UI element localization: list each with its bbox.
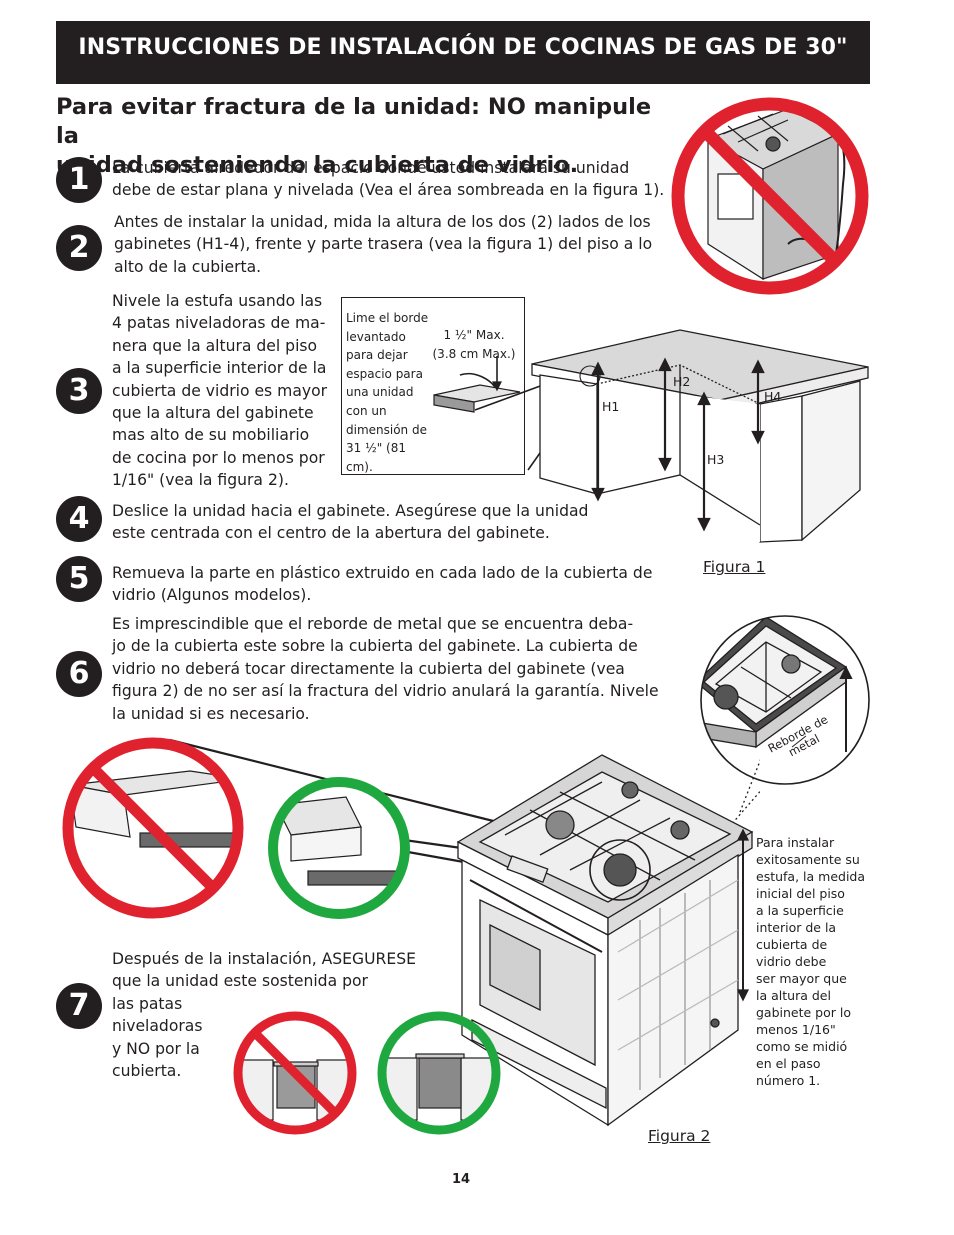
step-7-line: y NO por la — [112, 1039, 200, 1058]
step-6-line: figura 2) de no ser así la fractura del … — [112, 682, 659, 701]
figure-2-caption: Figura 2 — [648, 1127, 711, 1145]
step-3-line: 4 patas niveladoras de ma- — [112, 314, 326, 333]
install-note-line: inicial del piso — [756, 886, 845, 901]
install-note-line: Para instalar — [756, 835, 835, 850]
header-bar: INSTRUCCIONES DE INSTALACIÓN DE COCINAS … — [56, 21, 870, 84]
max-dimension-label: 1 ½" Max. (3.8 cm Max.) — [428, 326, 520, 363]
h3-label: H3 — [707, 452, 725, 467]
supported-by-legs-correct — [377, 1011, 501, 1135]
header-title: INSTRUCCIONES DE INSTALACIÓN DE COCINAS … — [78, 35, 848, 60]
install-note-line: la altura del — [756, 988, 831, 1003]
step-7-line: Después de la instalación, ASEGURESE — [112, 950, 416, 968]
step-5-number: 5 — [56, 556, 102, 602]
step-2-text: Antes de instalar la unidad, mida la alt… — [114, 211, 674, 278]
install-note-line: en el paso — [756, 1056, 821, 1071]
install-note-line: número 1. — [756, 1073, 821, 1088]
step-3-line: 1/16" (vea la figura 2). — [112, 471, 289, 490]
page-title-line-1: Para evitar fractura de la unidad: NO ma… — [56, 94, 652, 149]
step-3-line: a la superficie interior de la — [112, 359, 327, 378]
figure-1-caption: Figura 1 — [703, 558, 766, 576]
step-3-line: cubierta de vidrio es mayor — [112, 381, 328, 400]
figure-1-cabinet-drawing — [433, 329, 869, 543]
page-title: Para evitar fractura de la unidad: NO ma… — [56, 93, 676, 180]
h4-label: H4 — [764, 389, 782, 404]
step-5-line: vidrio (Algunos modelos). — [112, 586, 312, 605]
step-6-line: jo de la cubierta este sobre la cubierta… — [112, 637, 638, 656]
step-5-text: Remueva la parte en plástico extruido en… — [112, 562, 672, 607]
metal-ledge-detail — [700, 615, 870, 785]
step-7-line: las patas — [112, 994, 183, 1013]
step-4-line: este centrada con el centro de la abertu… — [112, 524, 550, 543]
install-note-line: estufa, la medida — [756, 869, 866, 884]
install-note-line: a la superficie — [756, 903, 844, 918]
install-note-line: interior de la — [756, 920, 837, 935]
file-edge-note-line: dimensión de — [346, 422, 427, 437]
install-note-line: gabinete por lo — [756, 1005, 851, 1020]
figure-2-range-drawing — [169, 738, 760, 1127]
file-edge-note-line: 31 ½" (81 — [346, 441, 406, 456]
file-edge-note-line: con un — [346, 403, 387, 418]
page-number: 14 — [452, 1172, 471, 1187]
h2-label: H2 — [673, 374, 691, 389]
step-5-line: Remueva la parte en plástico extruido en… — [112, 564, 653, 582]
ledge-on-cabinet-correct — [268, 777, 410, 919]
step-2-number: 2 — [56, 225, 102, 271]
step-4-line: Deslice la unidad hacia el gabinete. Ase… — [112, 502, 589, 520]
file-edge-note: Lime el borde levantado para dejar espac… — [346, 309, 436, 476]
step-3-line: Nivele la estufa usando las — [112, 292, 323, 310]
step-2-line: alto de la cubierta. — [114, 257, 262, 276]
step-1-line: debe de estar plana y nivelada (Vea el á… — [112, 181, 665, 200]
max-dimension-line: 1 ½" Max. — [443, 328, 505, 342]
max-dimension-line: (3.8 cm Max.) — [432, 346, 516, 361]
supported-by-countertop-prohibited — [233, 1011, 357, 1135]
install-note: Para instalar exitosamente su estufa, la… — [756, 834, 874, 1089]
file-edge-note-line: una unidad — [346, 385, 414, 400]
install-note-line: como se midió — [756, 1039, 848, 1054]
install-note-line: cubierta de — [756, 937, 828, 952]
install-note-line: exitosamente su — [756, 852, 860, 867]
step-7-line: cubierta. — [112, 1062, 182, 1081]
step-3-line: nera que la altura del piso — [112, 336, 318, 355]
step-3-line: de cocina por lo menos por — [112, 448, 325, 467]
step-2-line: gabinetes (H1-4), frente y parte trasera… — [114, 235, 653, 254]
step-7-line: que la unidad este sostenida por — [112, 972, 368, 991]
step-7-text: Después de la instalación, ASEGURESE que… — [112, 948, 432, 1082]
h1-label: H1 — [602, 399, 620, 414]
step-3-line: que la altura del gabinete — [112, 404, 314, 423]
step-7-line: niveladoras — [112, 1017, 203, 1036]
file-edge-note-line: Lime el borde — [346, 311, 429, 325]
install-note-line: menos 1/16" — [756, 1022, 836, 1037]
step-1-text: La cubierta alrededor del espacio donde … — [112, 157, 672, 202]
page-title-line-2: unidad sosteniendo la cubierta de vidrio… — [56, 152, 579, 178]
glass-on-cabinet-prohibited — [62, 737, 244, 919]
step-3-text: Nivele la estufa usando las 4 patas nive… — [112, 290, 342, 492]
step-6-line: vidrio no deberá tocar directamente la c… — [112, 659, 625, 678]
file-edge-note-line: espacio para — [346, 366, 423, 381]
step-1-line: La cubierta alrededor del espacio donde … — [112, 159, 630, 177]
figure-1-inset — [341, 297, 525, 475]
step-3-line: mas alto de su mobiliario — [112, 426, 310, 445]
step-7-number: 7 — [56, 983, 102, 1029]
step-4-number: 4 — [56, 496, 102, 542]
file-edge-note-line: para dejar — [346, 348, 408, 363]
step-6-text: Es imprescindible que el reborde de meta… — [112, 613, 677, 725]
install-note-line: ser mayor que — [756, 971, 847, 986]
step-6-line: la unidad si es necesario. — [112, 704, 310, 723]
step-2-line: Antes de instalar la unidad, mida la alt… — [114, 213, 651, 231]
no-glass-handling-illustration — [671, 97, 869, 295]
file-edge-note-line: levantado — [346, 329, 406, 344]
step-1-number: 1 — [56, 157, 102, 203]
install-note-line: vidrio debe — [756, 954, 827, 969]
step-6-line: Es imprescindible que el reborde de meta… — [112, 615, 634, 633]
step-3-number: 3 — [56, 368, 102, 414]
step-4-text: Deslice la unidad hacia el gabinete. Ase… — [112, 500, 612, 545]
file-edge-note-line: cm). — [346, 459, 373, 474]
step-6-number: 6 — [56, 651, 102, 697]
